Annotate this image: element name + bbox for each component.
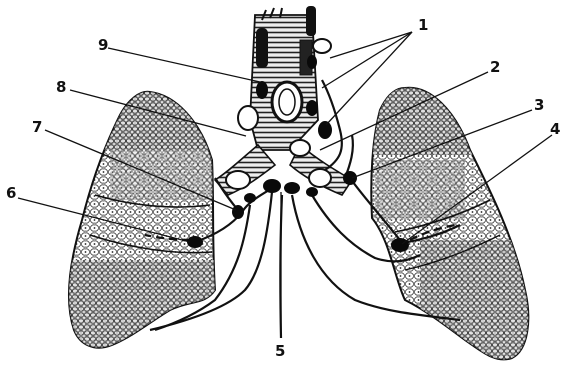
left-lung [370,85,540,365]
label-7: 7 [32,118,42,136]
lymph-node-icon [343,171,357,185]
label-6: 6 [6,184,16,202]
lymph-node-icon [306,100,318,116]
lymph-node-icon [263,179,281,193]
lymph-node-icon [306,187,318,197]
lymph-node-icon [284,182,300,194]
label-5: 5 [275,342,285,360]
lymph-node-icon [256,81,268,99]
lymph-node-icon [232,205,244,219]
label-3: 3 [534,96,544,114]
label-2: 2 [490,58,500,76]
lymph-node-icon [244,193,256,203]
lymph-node-icon [318,121,332,139]
right-lung [60,90,220,360]
label-1: 1 [418,16,428,34]
label-9: 9 [98,36,108,54]
lymph-node-icon [307,55,317,69]
label-8: 8 [56,78,66,96]
label-4: 4 [550,120,560,138]
